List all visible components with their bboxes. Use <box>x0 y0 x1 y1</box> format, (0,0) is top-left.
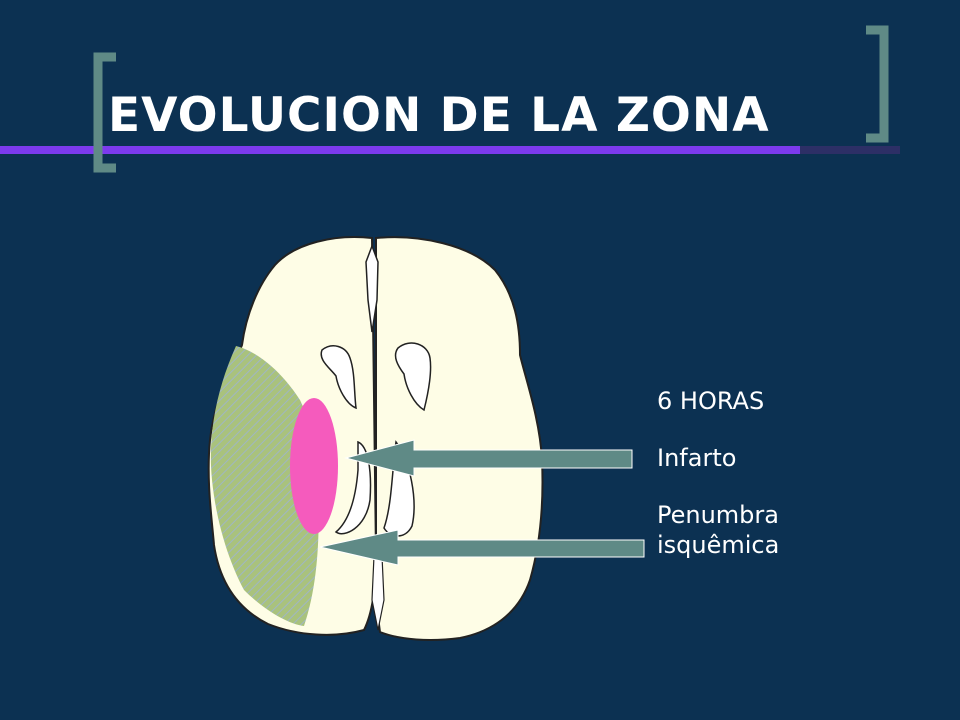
penumbra-region <box>210 346 319 626</box>
left-bracket <box>93 52 116 173</box>
infarct-arrow <box>344 439 633 477</box>
time-label: 6 HORAS <box>657 387 765 415</box>
brain-right-hemisphere <box>375 236 544 641</box>
penumbra-arrow <box>319 529 645 566</box>
penumbra-label-line1: Penumbra <box>657 501 779 529</box>
title-underline <box>0 146 900 154</box>
infarct-label: Infarto <box>657 444 737 472</box>
left-frontal-horn <box>320 345 357 410</box>
right-frontal-horn <box>394 342 432 412</box>
infarct-core <box>290 398 338 534</box>
penumbra-label-line2: isquêmica <box>657 531 780 559</box>
slide-title: EVOLUCION DE LA ZONA <box>108 88 770 143</box>
brain-illustration <box>207 236 544 641</box>
penumbra-label: Penumbra isquêmica <box>657 500 779 560</box>
right-bracket <box>866 25 889 143</box>
midline-fissure <box>365 243 379 333</box>
